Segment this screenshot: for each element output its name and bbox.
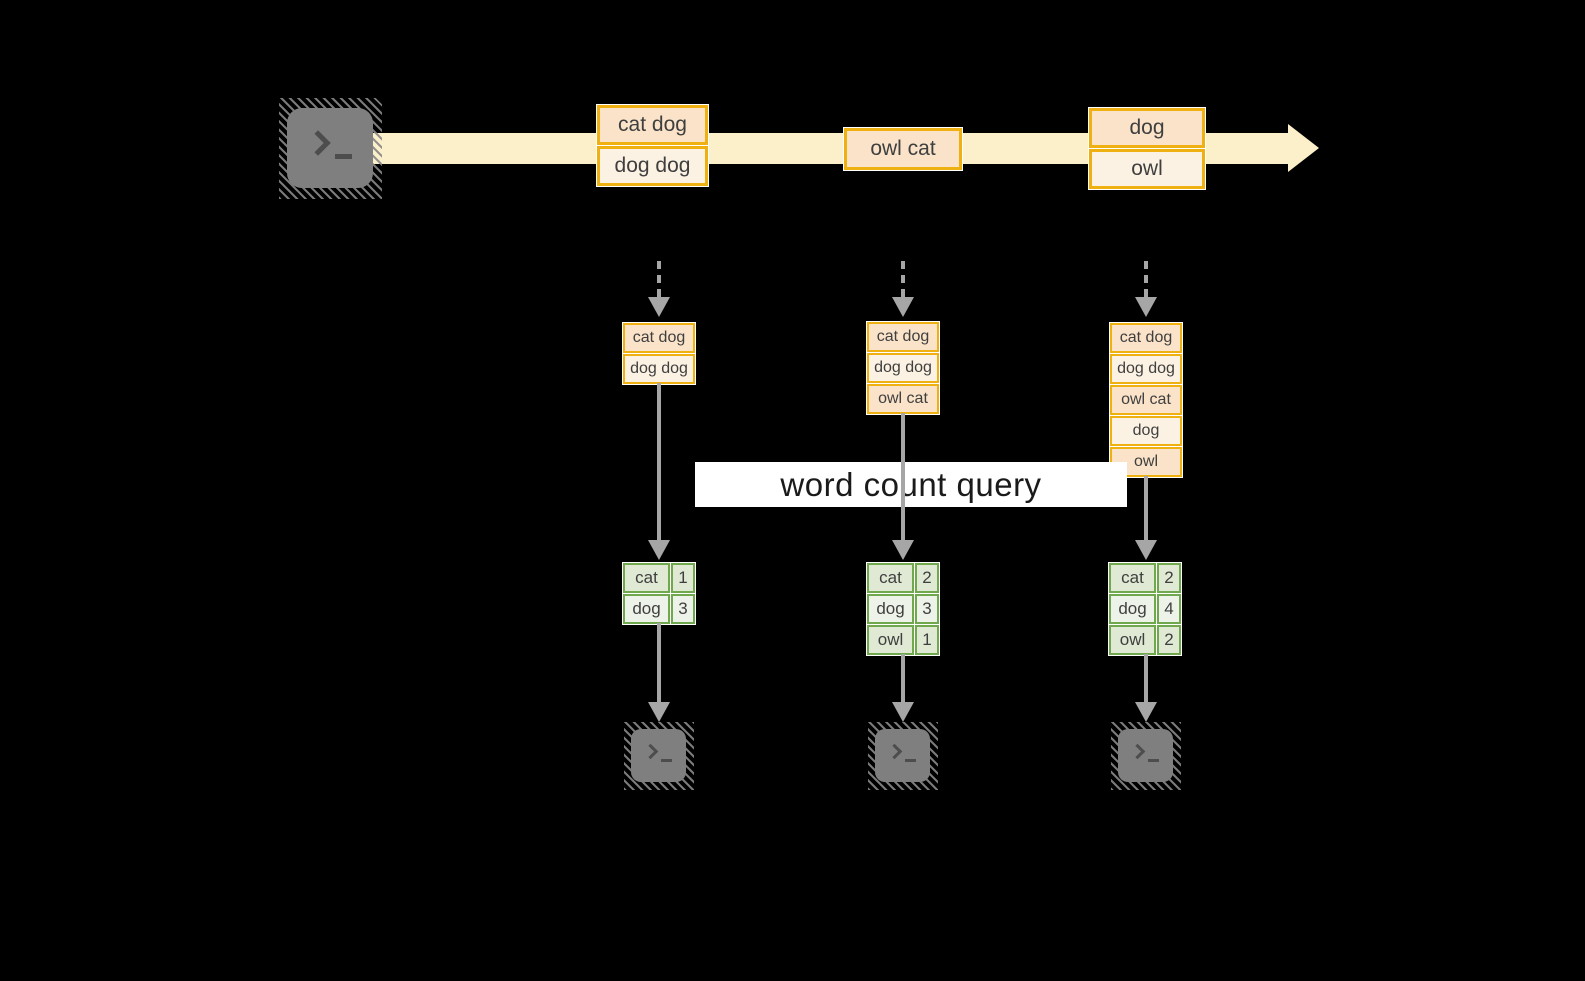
table-word-cell: cat [867,563,914,593]
worker-queue-3: cat dog dog dog owl cat dog owl [1109,322,1183,478]
stream-batch-3: dog owl [1088,107,1206,190]
sink-connector [901,654,905,702]
prompt-underscore-icon [661,759,672,762]
query-label-band: word count query [695,462,1127,507]
worker-connector [657,383,661,540]
table-count-cell: 1 [671,563,695,593]
prompt-chevron-icon [304,130,331,156]
table-word-cell: owl [1109,625,1156,655]
sink-terminal-icon [1111,722,1181,790]
stream-event: dog dog [597,146,708,186]
prompt-chevron-icon [642,743,659,760]
table-word-cell: cat [623,563,670,593]
prompt-chevron-icon [886,743,903,760]
ingest-arrow [657,261,661,297]
queue-item: cat dog [867,322,939,352]
table-word-cell: dog [623,594,670,624]
arrowhead-icon [892,297,914,317]
stream-arrowhead-icon [1288,124,1319,172]
table-count-cell: 3 [671,594,695,624]
queue-item: dog dog [867,353,939,383]
table-word-cell: cat [1109,563,1156,593]
word-count-table-1: cat 1 dog 3 [622,562,696,625]
queue-item: owl cat [1110,385,1182,415]
arrowhead-icon [892,702,914,722]
prompt-underscore-icon [334,153,352,159]
queue-item: dog dog [623,354,695,384]
arrowhead-icon [648,540,670,560]
terminal-screen [875,729,930,782]
arrowhead-icon [648,297,670,317]
table-count-cell: 2 [1157,563,1181,593]
worker-queue-2: cat dog dog dog owl cat [866,321,940,415]
query-label: word count query [780,465,1042,503]
sink-connector [1144,654,1148,702]
queue-item: dog dog [1110,354,1182,384]
table-word-cell: dog [1109,594,1156,624]
table-count-cell: 4 [1157,594,1181,624]
terminal-screen [287,108,373,188]
sink-connector [657,623,661,702]
queue-item: dog [1110,416,1182,446]
terminal-screen [1118,729,1173,782]
terminal-screen [631,729,686,782]
prompt-underscore-icon [1148,759,1159,762]
table-count-cell: 2 [1157,625,1181,655]
sink-terminal-icon [868,722,938,790]
word-count-table-2: cat 2 dog 3 owl 1 [866,562,940,656]
queue-item: cat dog [623,323,695,353]
arrowhead-icon [1135,540,1157,560]
arrowhead-icon [1135,702,1157,722]
table-count-cell: 2 [915,563,939,593]
source-terminal-icon [279,98,382,199]
worker-connector [1144,476,1148,540]
table-word-cell: dog [867,594,914,624]
arrowhead-icon [648,702,670,722]
worker-connector [901,413,905,540]
table-word-cell: owl [867,625,914,655]
ingest-arrow [1144,261,1148,297]
stream-batch-2: owl cat [843,127,963,171]
prompt-underscore-icon [905,759,916,762]
stream-event: owl cat [844,128,962,170]
arrowhead-icon [1135,297,1157,317]
stream-event: cat dog [597,105,708,145]
sink-terminal-icon [624,722,694,790]
prompt-chevron-icon [1129,743,1146,760]
worker-queue-1: cat dog dog dog [622,322,696,385]
ingest-arrow [901,261,905,297]
stream-event: dog [1089,108,1205,148]
stream-event: owl [1089,149,1205,189]
stream-batch-1: cat dog dog dog [596,104,709,187]
queue-item: owl cat [867,384,939,414]
table-count-cell: 1 [915,625,939,655]
table-count-cell: 3 [915,594,939,624]
arrowhead-icon [892,540,914,560]
queue-item: cat dog [1110,323,1182,353]
word-count-table-3: cat 2 dog 4 owl 2 [1108,562,1182,656]
